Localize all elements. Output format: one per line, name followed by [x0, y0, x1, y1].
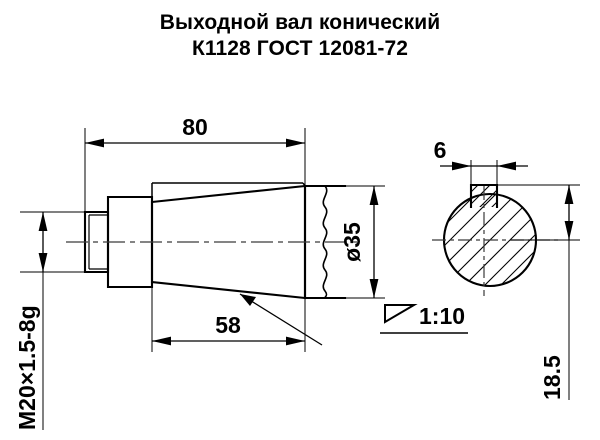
dimension-label-58: 58 [215, 312, 241, 338]
dimension-taper-length-58: 58 [151, 282, 306, 352]
dimension-keyway-height-18-5: 18.5 [497, 184, 580, 400]
break-line-wavy [322, 185, 328, 299]
dimension-label-80: 80 [182, 114, 208, 140]
taper-ratio-label: 1:10 [419, 303, 465, 329]
taper-ratio-callout: 1:10 [239, 293, 468, 346]
cross-section-view [432, 183, 560, 296]
dimension-thread-spec: M20×1.5-8g [14, 211, 86, 430]
dimension-label-thread: M20×1.5-8g [14, 305, 40, 430]
keyway-outline [469, 183, 499, 209]
dimension-label-diameter-35: ø35 [339, 222, 365, 262]
dimension-keyway-width-6: 6 [434, 137, 528, 190]
dimension-overall-length-80: 80 [84, 114, 306, 212]
dimension-label-18-5: 18.5 [539, 355, 565, 400]
dimension-shaft-diameter-35: ø35 [325, 185, 385, 299]
drawing-title-line-2: К1128 ГОСТ 12081-72 [191, 37, 409, 60]
section-hatching [444, 194, 536, 286]
dimension-label-6: 6 [434, 137, 447, 163]
taper-symbol-icon [384, 304, 418, 324]
drawing-title-block: Выходной вал конический К1128 ГОСТ 12081… [0, 10, 600, 62]
main-side-view [66, 182, 360, 300]
drawing-title-line-1: Выходной вал конический [159, 11, 441, 34]
